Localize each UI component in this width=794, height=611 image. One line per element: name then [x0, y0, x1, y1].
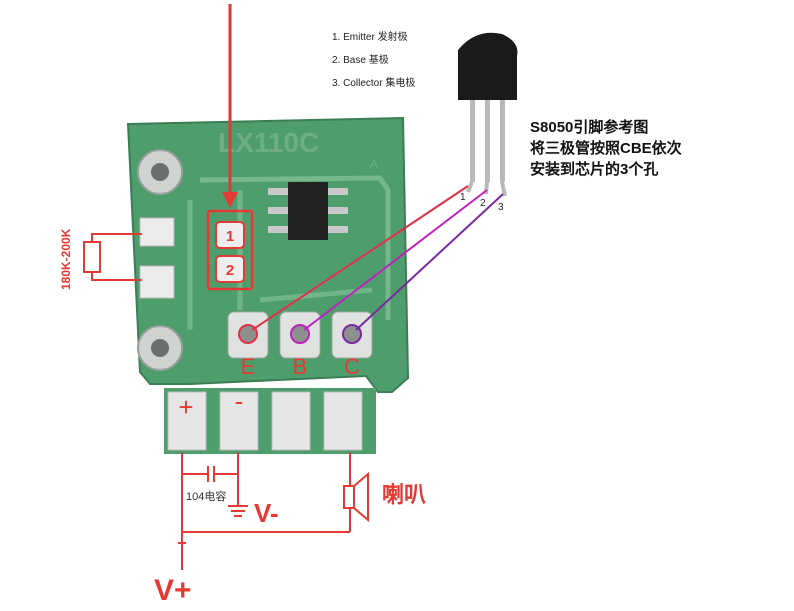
transistor-pin-3: 3	[498, 202, 504, 213]
wire-collector	[355, 193, 504, 331]
v-minus-label: V-	[254, 498, 279, 528]
transistor-pin-2: 2	[480, 198, 486, 209]
label-base: B	[293, 354, 308, 379]
capacitor-label: 104电容	[186, 489, 226, 503]
mounting-hole-top	[137, 149, 183, 195]
resistor-pad-top	[139, 217, 175, 247]
svg-text:2: 2	[226, 262, 234, 279]
v-plus-label: V+	[154, 574, 192, 607]
pad-base	[279, 311, 321, 359]
legend-item-base: 2. Base 基极	[332, 53, 389, 66]
transistor-note: S8050引脚参考图 将三极管按照CBE依次 安装到芯片的3个孔	[530, 118, 682, 178]
connector-minus-label: -	[235, 386, 244, 416]
wire-base	[303, 189, 488, 331]
pad-1: 1	[215, 221, 245, 249]
pad-group-box	[206, 209, 254, 291]
resistor-value-label: 180K-200K	[59, 228, 73, 290]
board-model-label: LX110C	[218, 127, 319, 158]
pad-2: 2	[215, 255, 245, 283]
svg-text:1: 1	[226, 228, 234, 245]
wire-emitter	[251, 185, 469, 331]
resistor-pad-bottom	[139, 265, 175, 299]
label-collector: C	[344, 354, 360, 379]
note-line-1: S8050引脚参考图	[530, 118, 648, 136]
note-line-2: 将三极管按照CBE依次	[530, 139, 682, 157]
mounting-hole-bottom	[137, 325, 183, 371]
connector-plus-label: +	[178, 392, 193, 422]
legend-item-collector: 3. Collector 集电极	[332, 76, 415, 89]
pin-legend: 1. Emitter 发射极 2. Base 基极 3. Collector 集…	[332, 30, 415, 89]
edge-connector	[164, 388, 376, 454]
pointer-arrow	[222, 4, 238, 208]
label-emitter: E	[241, 354, 256, 379]
power-circuit	[178, 452, 351, 570]
ic-chip	[268, 182, 348, 240]
board-corner-mark: A	[370, 157, 378, 171]
pcb-board: LX110C A 1	[126, 116, 410, 454]
speaker-label: 喇叭	[382, 482, 426, 507]
external-resistor	[83, 233, 142, 281]
note-line-3: 安装到芯片的3个孔	[530, 160, 658, 178]
pad-collector	[331, 311, 373, 359]
speaker-icon	[343, 471, 369, 523]
pad-emitter	[227, 311, 269, 359]
transistor-pin-1: 1	[460, 192, 466, 203]
transistor-s8050	[458, 32, 518, 197]
legend-item-emitter: 1. Emitter 发射极	[332, 30, 408, 43]
